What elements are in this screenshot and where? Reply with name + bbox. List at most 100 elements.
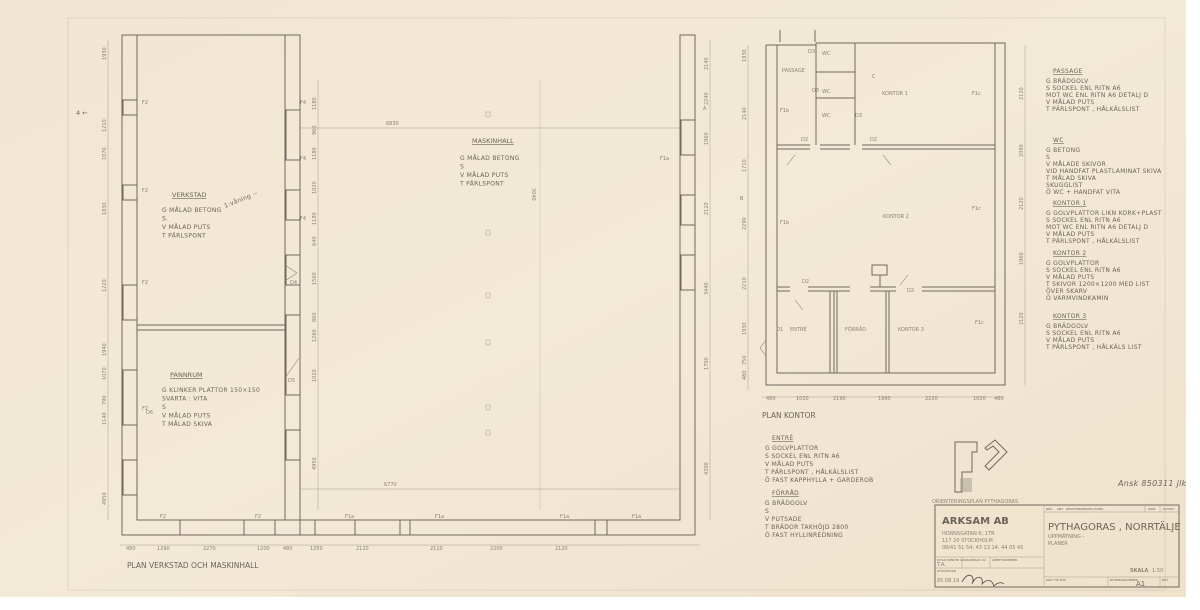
material-line: S <box>162 404 166 411</box>
plan-title-verkstad: PLAN VERKSTAD OCH MASKINHALL <box>127 561 259 570</box>
material-line: T BRÄDOR TAKHÖJD 2800 <box>764 524 848 531</box>
legend-line: V MÅLADE SKIVOR <box>1046 161 1106 168</box>
dimension-label: 2090 <box>1019 144 1025 157</box>
dimension-label: WC <box>822 51 831 57</box>
dimension-label: FÖRRÅD <box>845 326 866 333</box>
wall-pier <box>179 519 245 536</box>
door-swings-kontor <box>759 154 909 357</box>
window-label: F2 <box>142 100 148 106</box>
legend-line: ÖVER SKARV <box>1046 288 1088 295</box>
orientation-label: ORIENTERINGSPLAN PYTHAGORAS <box>932 499 1018 505</box>
dimension-label: 960 <box>312 125 318 135</box>
dimension-label: 1020 <box>312 369 318 382</box>
dimension-label: D2 <box>802 279 809 285</box>
window-label: F2 <box>142 280 148 286</box>
wall-pier <box>285 429 301 461</box>
dimension-label: 1940 <box>102 343 108 356</box>
job-number-label: ARBETSNUMMER <box>992 558 1017 562</box>
material-line: V PUTSADE <box>765 516 802 523</box>
material-line: T PÄRLSPONT <box>459 181 504 188</box>
pannrum-materials: G KLINKER PLATTOR 150×150 SVARTA : VITAS… <box>161 387 260 428</box>
dimensions-verkstad: 1930121010701830122019401070790114049501… <box>102 47 710 552</box>
window-label: F1a <box>435 514 444 520</box>
stair-and-stove <box>779 30 888 287</box>
room-label-verkstad: VERKSTAD <box>172 191 206 199</box>
drawn-by-value: T.A. <box>936 562 946 568</box>
dimension-label: KONTOR 2 <box>883 214 909 220</box>
dimension-label: 2120 <box>1019 197 1025 210</box>
dimension-label: 2120 <box>555 546 568 552</box>
dimension-label: 1070 <box>102 147 108 160</box>
dimension-label: D2 <box>870 137 877 143</box>
dimension-label: 4950 <box>312 457 318 470</box>
dimension-label: 1020 <box>973 396 986 402</box>
legend-line: S SOCKEL ENL RITN A6 <box>1046 330 1121 337</box>
material-line: G MÅLAD BETONG <box>162 207 222 214</box>
wall-pier <box>122 459 138 496</box>
dimension-label: 750 <box>742 355 748 365</box>
legend-line: VID HANDFAT PLASTLAMINAT SKIVA <box>1046 168 1162 175</box>
revision-header: ANT <box>1057 507 1063 511</box>
revision-header: SIGN <box>1148 507 1155 511</box>
dimension-label: F1c <box>975 320 984 326</box>
scale-value: 1:50 <box>1152 568 1163 574</box>
dimension-label: KONTOR 3 <box>898 327 924 333</box>
dimension-label: 480 <box>766 396 776 402</box>
legend-line: T PÄRLSPONT , HÅLKÄLS LIST <box>1045 344 1142 351</box>
material-line: T PÄRLSPONT <box>161 233 206 240</box>
wall-pier <box>399 519 411 536</box>
dimension-label: B <box>740 196 744 202</box>
dimension-label: 2140 <box>704 57 710 70</box>
legend-line: G BETONG <box>1046 147 1080 154</box>
dimension-label: KONTOR 1 <box>882 91 908 97</box>
drawing-frame <box>67 17 1166 591</box>
project-name: PYTHAGORAS , NORRTÄLJE <box>1048 520 1181 533</box>
column-mark <box>485 429 491 436</box>
room-label-pannrum: PANNRUM <box>170 371 203 379</box>
scale-label: SKALA <box>1130 568 1149 574</box>
material-line: T MÅLAD SKIVA <box>161 421 213 428</box>
window-label: F1a <box>345 514 354 520</box>
title-block-grid <box>935 505 1179 587</box>
dimension-label: 2290 <box>742 217 748 230</box>
orientation-building-1 <box>954 441 978 493</box>
legend-line: Ö WC + HANDFAT VITA <box>1046 189 1121 196</box>
revision-header: REGISTRERINGEN AVSER <box>1066 507 1103 511</box>
dimension-label: 1020 <box>312 181 318 194</box>
legend-line: V MÅLAD PUTS <box>1046 231 1095 238</box>
dimension-label: 2200 <box>490 546 503 552</box>
dimension-label: C <box>872 74 876 80</box>
checked-by-label: GRANSKAD AV <box>964 558 987 562</box>
legend-line: T PÄRLSPONT , HÅLKÄLSLIST <box>1045 238 1140 245</box>
legend-line: S SOCKEL ENL RITN A6 <box>1046 267 1121 274</box>
handwritten-note: Ansk 850311 jlk <box>1117 479 1187 488</box>
dimension-label: 2120 <box>704 202 710 215</box>
room-label-maskinhall: MASKINHALL <box>472 137 514 145</box>
wall-pier <box>680 194 696 226</box>
material-line: S SOCKEL ENL RITN A6 <box>765 453 840 460</box>
company-phone: 08/41 51 54; 43 13 14; 44 05 45 <box>942 545 1023 551</box>
dimension-label: 2210 <box>742 277 748 290</box>
paper <box>0 0 1186 597</box>
dimension-label: 480 <box>126 546 136 552</box>
dimension-label: 2120 <box>1019 87 1025 100</box>
kontor-wall-upper <box>777 42 995 150</box>
title-block-frame <box>934 504 1180 588</box>
place-label: STOCKHOLM <box>937 569 956 573</box>
dimension-label: F1c <box>972 91 981 97</box>
dimension-label: 860 <box>312 312 318 322</box>
material-line: G MÅLAD BETONG <box>460 155 520 162</box>
legend-line: SKUGGLIST <box>1046 182 1083 189</box>
project-subtitle-2: PLANER <box>1048 541 1068 547</box>
span-dimension-bottom: 6770 <box>384 482 397 488</box>
window-label: F4 <box>300 216 306 222</box>
dimension-label: 1350 <box>310 546 323 552</box>
dimension-label: 1200 <box>257 546 270 552</box>
wall-pier <box>299 519 356 536</box>
